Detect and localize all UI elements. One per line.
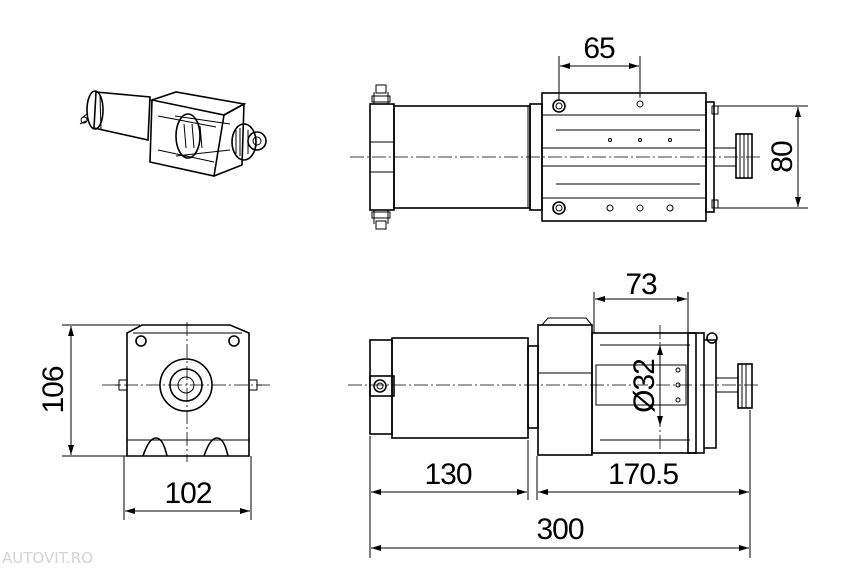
dimension-300: 300 — [371, 513, 749, 551]
dim-102-label: 102 — [164, 477, 211, 510]
dimension-102: 102 — [123, 456, 252, 520]
watermark-text: AUTOVIT.RO — [2, 549, 93, 567]
dimension-106: 106 — [37, 324, 140, 457]
dimension-130: 130 — [369, 436, 529, 558]
dimension-73: 73 — [593, 268, 689, 333]
dim-d32-label: Ø32 — [628, 359, 661, 413]
side-view — [102, 322, 270, 462]
dim-73-label: 73 — [625, 268, 657, 301]
dim-300-label: 300 — [536, 513, 583, 546]
dimension-170-5: 170.5 — [536, 410, 751, 558]
isometric-view — [79, 90, 267, 177]
dimension-d32: Ø32 — [628, 345, 663, 426]
dimension-65: 65 — [558, 32, 641, 100]
dim-80-label: 80 — [766, 141, 799, 173]
front-view — [348, 317, 760, 456]
dimension-80: 80 — [716, 105, 808, 209]
top-view — [350, 84, 760, 230]
dim-170-5-label: 170.5 — [608, 458, 678, 491]
dim-130-label: 130 — [424, 458, 471, 491]
dim-65-label: 65 — [583, 32, 615, 65]
dim-106-label: 106 — [37, 366, 70, 413]
